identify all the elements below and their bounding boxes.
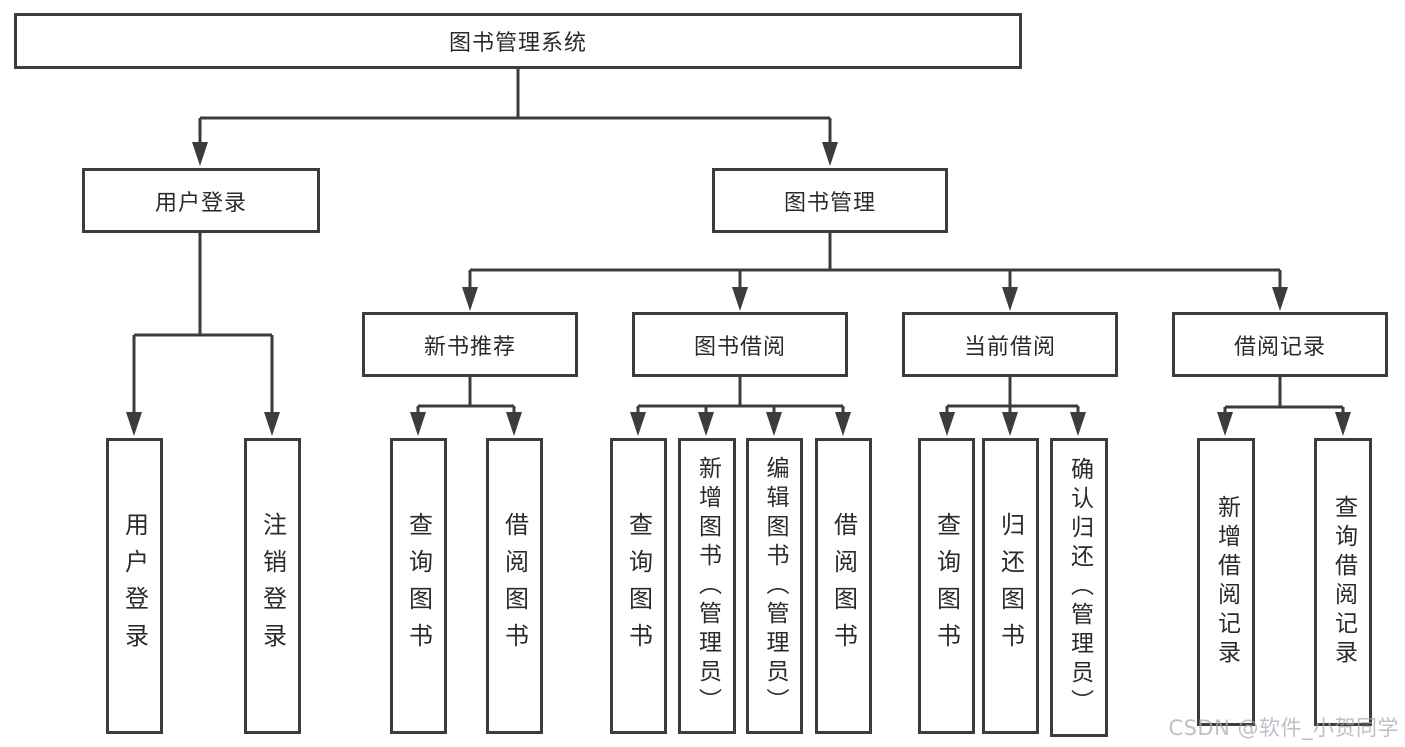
- node-user-login: 用户登录: [82, 168, 320, 233]
- node-user-login-leaf: 用户登录: [106, 438, 163, 734]
- node-book-management: 图书管理: [712, 168, 948, 233]
- node-library-system: 图书管理系统: [14, 13, 1022, 69]
- watermark: CSDN @软件_小贺同学: [1168, 716, 1399, 740]
- node-confirm-return-admin: 确认归还（管理员）: [1050, 438, 1108, 737]
- node-edit-books-admin: 编辑图书（管理员）: [746, 438, 803, 734]
- node-query-books-recommend: 查询图书: [390, 438, 447, 734]
- node-borrow-books: 借阅图书: [815, 438, 872, 734]
- node-add-borrow-record: 新增借阅记录: [1197, 438, 1255, 726]
- node-query-books-current: 查询图书: [918, 438, 975, 734]
- node-query-books-borrow: 查询图书: [610, 438, 667, 734]
- node-current-borrowing: 当前借阅: [902, 312, 1118, 377]
- node-return-books: 归还图书: [982, 438, 1039, 734]
- node-new-book-recommendation: 新书推荐: [362, 312, 578, 377]
- node-borrowing-records: 借阅记录: [1172, 312, 1388, 377]
- node-query-borrow-record: 查询借阅记录: [1314, 438, 1372, 726]
- node-add-books-admin: 新增图书（管理员）: [678, 438, 736, 734]
- node-borrow-books-recommend: 借阅图书: [486, 438, 543, 734]
- node-logout: 注销登录: [244, 438, 301, 734]
- node-book-borrowing: 图书借阅: [632, 312, 848, 377]
